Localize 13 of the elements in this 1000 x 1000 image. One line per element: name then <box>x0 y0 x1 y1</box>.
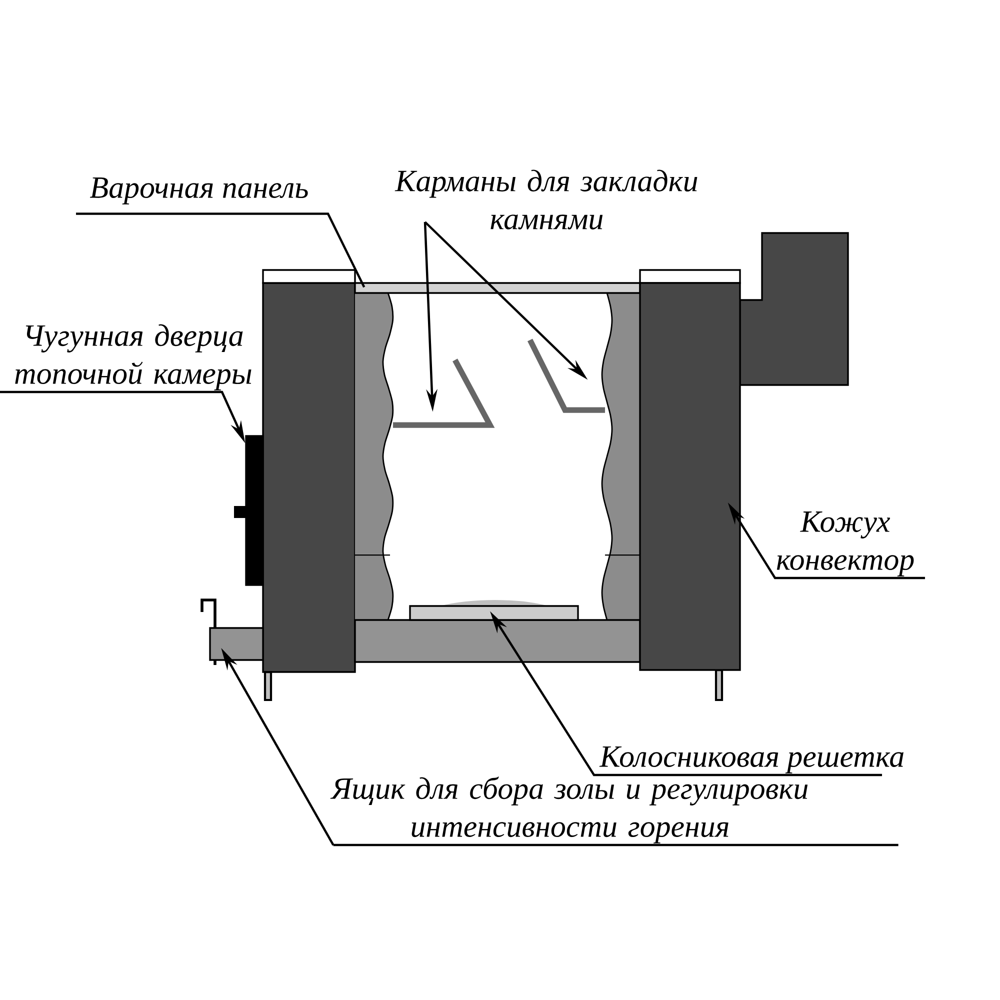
stone-pocket <box>393 358 495 428</box>
ash-box <box>209 627 264 661</box>
callout-label: Чугунная дверца топочной камеры <box>15 324 252 390</box>
callout-label: Карманы для закладки камнями <box>394 170 698 230</box>
callout-label: Колосниковая решетка <box>599 746 904 774</box>
convector-casing <box>639 282 741 671</box>
leader-line <box>76 212 366 288</box>
callout-label: Кожух конвектор <box>776 512 914 576</box>
cooking-panel <box>354 282 641 294</box>
callout-label: Ящик для сбора золы и регулировки интенсивности горения <box>330 776 808 844</box>
grate <box>409 605 579 621</box>
stone-pocket <box>528 338 605 413</box>
callout-label: Варочная панель <box>90 177 308 204</box>
